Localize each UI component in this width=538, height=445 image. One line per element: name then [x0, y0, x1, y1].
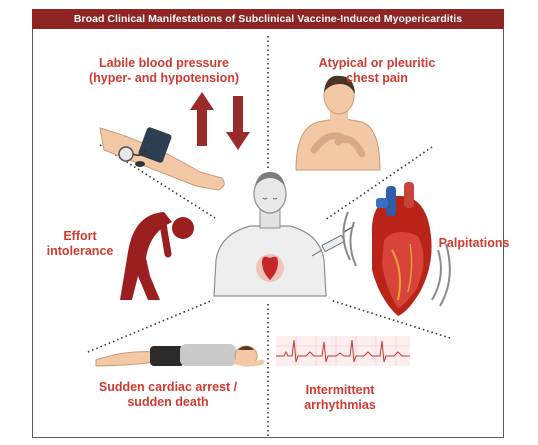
chest-pain-label: Atypical or pleuritic chest pain — [318, 56, 436, 85]
divider-lower-right — [329, 299, 451, 339]
collapsed-person-icon — [95, 344, 265, 367]
effort-intolerance-label: Effort intolerance — [46, 229, 114, 258]
effort-intolerance-person-icon — [120, 212, 194, 300]
ecg-trace-icon — [276, 336, 410, 366]
heart-icon — [342, 182, 451, 316]
chest-pain-person-icon — [295, 75, 381, 171]
labile-blood-pressure-label: Labile blood pressure (hyper- and hypote… — [89, 56, 239, 85]
up-arrow-icon — [190, 92, 214, 146]
central-patient-icon — [213, 172, 327, 297]
sudden-cardiac-arrest-label: Sudden cardiac arrest / sudden death — [98, 380, 238, 409]
palpitations-label: Palpitations — [438, 236, 510, 250]
syringe-icon — [311, 225, 355, 257]
figure-title: Broad Clinical Manifestations of Subclin… — [32, 9, 504, 29]
divider-lower-left — [87, 299, 214, 353]
intermittent-arrhythmias-label: Intermittent arrhythmias — [304, 383, 376, 412]
down-arrow-icon — [226, 96, 250, 150]
blood-pressure-cuff-icon — [99, 127, 225, 191]
